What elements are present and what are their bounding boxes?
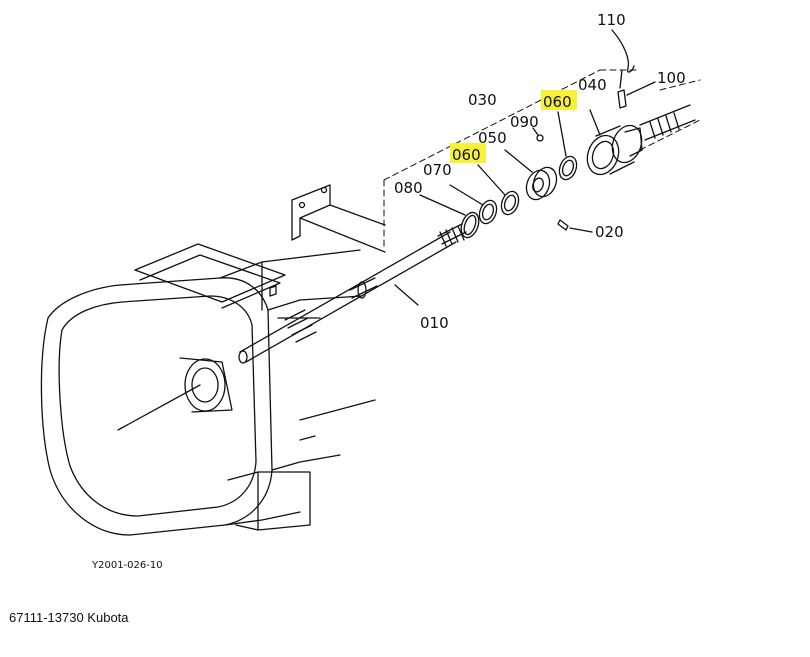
snap-ring-080: [419, 194, 480, 239]
label-110: 110: [597, 11, 626, 29]
washer-060-upper: [557, 111, 578, 181]
label-040: 040: [578, 76, 607, 94]
label-100: 100: [657, 69, 686, 87]
washer-070: [449, 184, 498, 225]
label-030: 030: [468, 91, 497, 109]
label-020: 020: [595, 223, 624, 241]
drawing-code: Y2001-026-10: [91, 560, 163, 571]
highlight-060-lower: [450, 143, 486, 163]
label-080: 080: [394, 179, 423, 197]
label-010: 010: [420, 314, 449, 332]
pin-020: [557, 219, 593, 233]
washer-060-lower: [477, 164, 520, 216]
label-060-upper: 060: [543, 93, 572, 111]
shaft-010: [238, 223, 467, 364]
transmission-housing: [40, 184, 386, 536]
pin-100: [617, 81, 656, 109]
hub-050: [504, 149, 558, 201]
clip-110: [611, 29, 635, 89]
group-outline-030: [383, 69, 701, 251]
highlight-060-upper: [541, 90, 577, 110]
output-shaft: [639, 104, 696, 141]
label-060-lower: 060: [452, 146, 481, 164]
exploded-parts-diagram: 110 100 040 060 030 090 050 060 070 080 …: [40, 11, 701, 571]
label-090: 090: [510, 113, 539, 131]
label-070: 070: [423, 161, 452, 179]
label-050: 050: [478, 129, 507, 147]
coupling-040: [586, 109, 643, 176]
ball-090: [532, 127, 544, 142]
part-number-caption: 67111-13730 Kubota: [9, 610, 129, 625]
